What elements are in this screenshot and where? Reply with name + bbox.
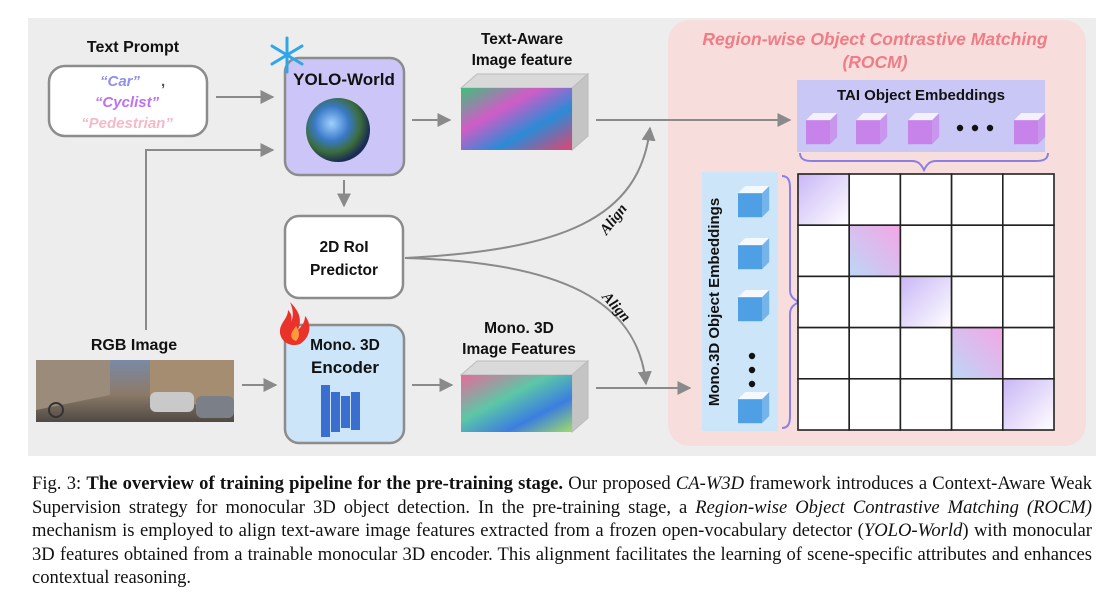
matrix-cell bbox=[1001, 326, 1055, 380]
encoder-layers-icon bbox=[321, 385, 360, 437]
caption-italic-3: YOLO-World bbox=[863, 520, 963, 541]
prompt-comma: , bbox=[161, 73, 165, 90]
roi-predictor-box bbox=[283, 214, 405, 300]
snowflake-icon bbox=[270, 36, 304, 74]
rgb-image-label: RGB Image bbox=[91, 337, 177, 354]
matrix-cell bbox=[950, 275, 1004, 329]
pipeline-diagram: Text Prompt “Car” , “Cyclist” “Pedestria… bbox=[28, 18, 1096, 456]
text-prompt-label: Text Prompt bbox=[87, 39, 180, 56]
tai-cube bbox=[908, 113, 940, 145]
tai-cube bbox=[1014, 113, 1046, 145]
mono-ellipsis-icon bbox=[748, 352, 756, 388]
matrix-diagonal-cell bbox=[1001, 377, 1055, 431]
text-aware-feature-cube bbox=[459, 72, 590, 152]
rgb-image-thumbnail bbox=[36, 360, 234, 422]
mono-cube bbox=[738, 290, 770, 322]
caption-text-1: Our proposed bbox=[563, 473, 676, 494]
tai-ellipsis-icon bbox=[956, 124, 994, 132]
caption-text-3: mechanism is employed to align text-awar… bbox=[32, 520, 864, 541]
similarity-matrix bbox=[797, 173, 1055, 431]
tai-embeddings-label: TAI Object Embeddings bbox=[837, 87, 1005, 104]
matrix-cell bbox=[950, 173, 1004, 227]
caption-italic-1: CA-W3D bbox=[675, 473, 745, 494]
caption-title: The overview of training pipeline for th… bbox=[86, 473, 564, 494]
roi-label-2: Predictor bbox=[310, 262, 378, 279]
matrix-cell bbox=[848, 326, 902, 380]
mono-cube-group bbox=[738, 186, 770, 424]
tai-cube bbox=[856, 113, 888, 145]
fire-icon bbox=[279, 302, 310, 346]
caption-fig-label: Fig. 3: bbox=[32, 473, 82, 494]
align-curve-2 bbox=[404, 257, 652, 386]
tai-cube bbox=[806, 113, 838, 145]
matrix-cell bbox=[797, 275, 851, 329]
matrix-cell bbox=[950, 377, 1004, 431]
matrix-cell bbox=[899, 224, 953, 278]
caption-italic-2: Region-wise Object Contrastive Matching … bbox=[695, 496, 1092, 518]
mono-feature-cube bbox=[459, 359, 590, 434]
mono-encoder-box bbox=[283, 323, 406, 445]
mono-embeddings-label: Mono.3D Object Embeddings bbox=[706, 198, 723, 406]
tai-cube-group bbox=[806, 113, 1046, 145]
matrix-cell bbox=[899, 377, 953, 431]
caption-text-4: ) with monocular 3D features obtained fr… bbox=[32, 520, 1093, 588]
matrix-cell bbox=[950, 224, 1004, 278]
earth-icon bbox=[306, 98, 370, 162]
matrix-cell bbox=[1001, 275, 1055, 329]
matrix-cell bbox=[899, 326, 953, 380]
matrix-cell bbox=[797, 377, 851, 431]
text-aware-label-2: Image feature bbox=[472, 52, 573, 69]
prompt-pedestrian: “Pedestrian” bbox=[81, 115, 173, 132]
mono-features-label-2: Image Features bbox=[462, 341, 576, 358]
mono-cube bbox=[738, 186, 770, 218]
text-aware-label-1: Text-Aware bbox=[481, 31, 564, 48]
matrix-cell bbox=[848, 275, 902, 329]
align-curve-1 bbox=[404, 126, 656, 259]
matrix-cell bbox=[1001, 173, 1055, 227]
matrix-diagonal-cell bbox=[899, 275, 953, 329]
caption-text-2: framework introduces a Context-Aware Wea… bbox=[32, 473, 1092, 518]
tai-brace bbox=[799, 152, 1049, 173]
mono-features-label-1: Mono. 3D bbox=[484, 320, 554, 337]
figure-caption: Fig. 3: The overview of training pipelin… bbox=[32, 472, 1092, 590]
rocm-title-2: (ROCM) bbox=[842, 52, 907, 72]
roi-label-1: 2D RoI bbox=[319, 239, 368, 256]
mono-cube bbox=[738, 392, 770, 424]
matrix-diagonal-cell bbox=[848, 224, 902, 278]
prompt-cyclist: “Cyclist” bbox=[95, 94, 160, 111]
matrix-cell bbox=[1001, 224, 1055, 278]
text-prompt-box bbox=[47, 64, 209, 138]
mono-cube bbox=[738, 238, 770, 270]
matrix-diagonal-cell bbox=[797, 173, 851, 227]
arrow-rgb-to-yolo bbox=[145, 143, 275, 330]
rocm-title-1: Region-wise Object Contrastive Matching bbox=[702, 29, 1047, 49]
matrix-cell bbox=[848, 173, 902, 227]
matrix-cell bbox=[848, 377, 902, 431]
matrix-cell bbox=[797, 224, 851, 278]
mono-encoder-label-2: Encoder bbox=[311, 358, 379, 377]
mono-encoder-label-1: Mono. 3D bbox=[310, 337, 380, 354]
matrix-cell bbox=[899, 173, 953, 227]
prompt-car: “Car” bbox=[100, 73, 141, 90]
yolo-world-label: YOLO-World bbox=[293, 70, 395, 89]
matrix-cell bbox=[797, 326, 851, 380]
matrix-diagonal-cell bbox=[950, 326, 1004, 380]
